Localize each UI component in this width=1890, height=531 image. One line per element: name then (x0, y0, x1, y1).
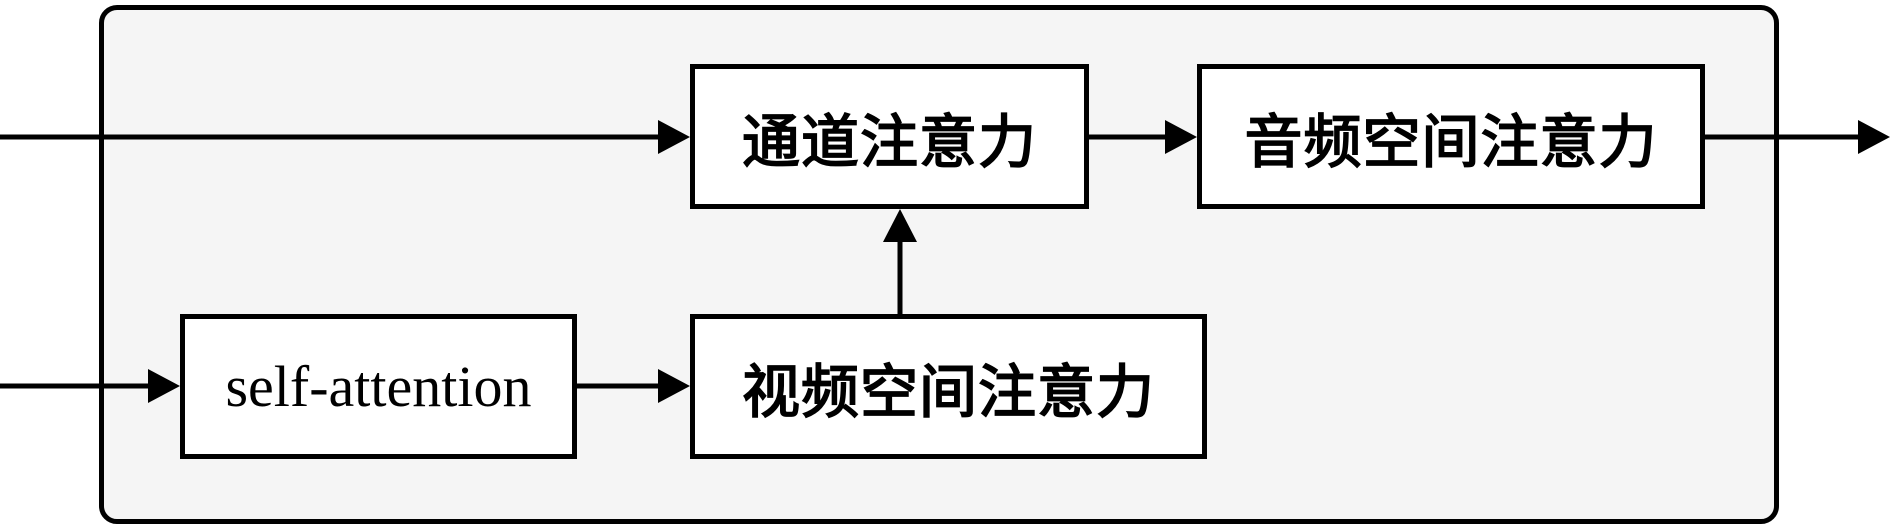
arrowhead-audio-in (1165, 120, 1197, 154)
arrowhead-channel-in (658, 120, 690, 154)
audio-spatial-attention-node: 音频空间注意力 (1197, 64, 1705, 209)
arrowhead-output (1858, 120, 1890, 154)
arrowhead-channel-from-visual (883, 209, 917, 242)
visual-spatial-attention-label: 视频空间注意力 (741, 357, 1155, 426)
channel-attention-node: 通道注意力 (690, 64, 1089, 209)
visual-spatial-attention-node: 视频空间注意力 (690, 314, 1207, 459)
self-attention-node: self-attention (180, 314, 577, 459)
self-attention-label: self-attention (225, 354, 532, 419)
audio-spatial-attention-label: 音频空间注意力 (1244, 107, 1658, 176)
channel-attention-label: 通道注意力 (741, 107, 1037, 176)
arrowhead-visual-in (658, 369, 690, 403)
arrowhead-selfattn-in (148, 369, 180, 403)
